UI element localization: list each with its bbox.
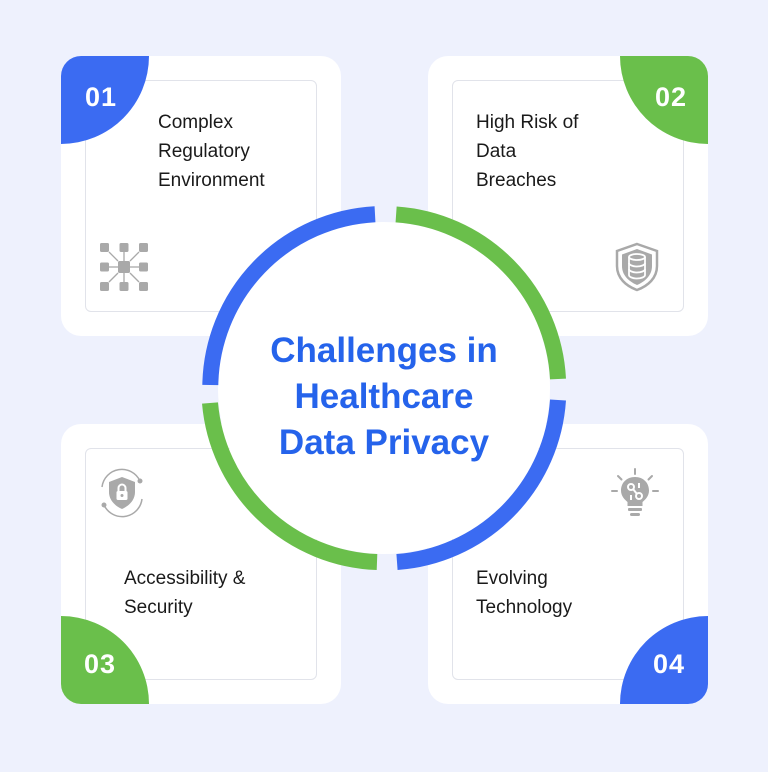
card-label: Evolving Technology	[476, 568, 573, 618]
card-inner-border	[452, 448, 684, 680]
lock-shield-icon	[101, 468, 143, 518]
lightbulb-tech-icon	[611, 468, 659, 516]
badge-number: 02	[654, 81, 688, 112]
diagram-title: Challenges in Healthcare Data Privacy	[270, 331, 498, 462]
ring-arc-top-right	[395, 206, 566, 380]
number-badge: 03	[61, 616, 149, 704]
center-circle	[218, 222, 550, 554]
card-inner-border	[452, 80, 684, 312]
ring-arc-bottom-right	[396, 399, 566, 570]
database-shield-icon	[615, 242, 659, 292]
ring-arc-top-left	[202, 206, 376, 386]
ring-arc-bottom-left	[202, 402, 378, 570]
number-badge: 01	[61, 56, 149, 144]
card-inner-border	[85, 448, 317, 680]
badge-number: 01	[84, 81, 118, 112]
card-label: High Risk of Data Breaches	[476, 112, 579, 191]
card-label: Complex Regulatory Environment	[158, 112, 265, 191]
card-inner-border	[85, 80, 317, 312]
card-label: Accessibility & Security	[124, 568, 246, 618]
challenge-card-complex-regulatory: 01 Complex Regulatory Environment	[61, 56, 341, 336]
badge-number: 03	[83, 648, 117, 679]
badge-number: 04	[652, 648, 686, 679]
network-grid-icon	[100, 243, 148, 291]
